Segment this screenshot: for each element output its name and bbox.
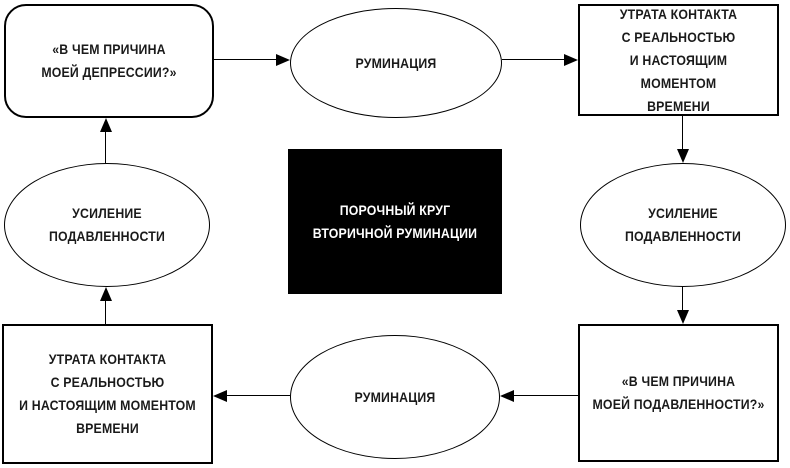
arrow-shaft [105, 299, 106, 324]
node-rumination-bottom: РУМИНАЦИЯ [290, 335, 500, 459]
node-mood-worsening-left: УСИЛЕНИЕ ПОДАВЛЕННОСТИ [4, 163, 210, 287]
arrow-shaft [682, 287, 683, 312]
arrow-shaft [512, 395, 578, 396]
node-depression-question-label: «В ЧЕМ ПРИЧИНА МОЕЙ ДЕПРЕССИИ?» [41, 41, 177, 80]
node-rumination-top-label: РУМИНАЦИЯ [355, 54, 437, 71]
node-loss-of-contact-bottom-label: УТРАТА КОНТАКТА С РЕАЛЬНОСТЬЮ И НАСТОЯЩИ… [19, 351, 196, 436]
arrow-up-icon [100, 287, 112, 301]
node-loss-of-contact-bottom: УТРАТА КОНТАКТА С РЕАЛЬНОСТЬЮ И НАСТОЯЩИ… [2, 324, 213, 464]
arrow-left-icon [213, 390, 227, 402]
arrow-left-icon [500, 390, 514, 402]
arrow-shaft [105, 130, 106, 163]
node-rumination-bottom-label: РУМИНАЦИЯ [354, 388, 436, 405]
arrow-shaft [226, 395, 290, 396]
arrow-right-icon [564, 54, 578, 66]
node-rumination-top: РУМИНАЦИЯ [290, 8, 502, 118]
node-mood-worsening-right-label: УСИЛЕНИЕ ПОДАВЛЕННОСТИ [624, 205, 742, 244]
arrow-right-icon [276, 54, 290, 66]
arrow-shaft [214, 59, 280, 60]
node-depression-question: «В ЧЕМ ПРИЧИНА МОЕЙ ДЕПРЕССИИ?» [4, 4, 214, 118]
node-low-mood-question: «В ЧЕМ ПРИЧИНА МОЕЙ ПОДАВЛЕННОСТИ?» [578, 324, 779, 462]
arrow-down-icon [677, 149, 689, 163]
node-low-mood-question-label: «В ЧЕМ ПРИЧИНА МОЕЙ ПОДАВЛЕННОСТИ?» [592, 373, 765, 412]
node-mood-worsening-right: УСИЛЕНИЕ ПОДАВЛЕННОСТИ [580, 163, 786, 287]
arrow-up-icon [100, 118, 112, 132]
node-mood-worsening-left-label: УСИЛЕНИЕ ПОДАВЛЕННОСТИ [48, 205, 166, 244]
arrow-shaft [502, 59, 566, 60]
arrow-shaft [682, 116, 683, 151]
node-loss-of-contact-top-label: УТРАТА КОНТАКТА С РЕАЛЬНОСТЬЮ И НАСТОЯЩИ… [619, 5, 738, 114]
node-loss-of-contact-top: УТРАТА КОНТАКТА С РЕАЛЬНОСТЬЮ И НАСТОЯЩИ… [578, 4, 779, 116]
arrow-down-icon [677, 310, 689, 324]
diagram-title: ПОРОЧНЫЙ КРУГ ВТОРИЧНОЙ РУМИНАЦИИ [312, 201, 478, 241]
diagram-title-box: ПОРОЧНЫЙ КРУГ ВТОРИЧНОЙ РУМИНАЦИИ [288, 149, 502, 294]
